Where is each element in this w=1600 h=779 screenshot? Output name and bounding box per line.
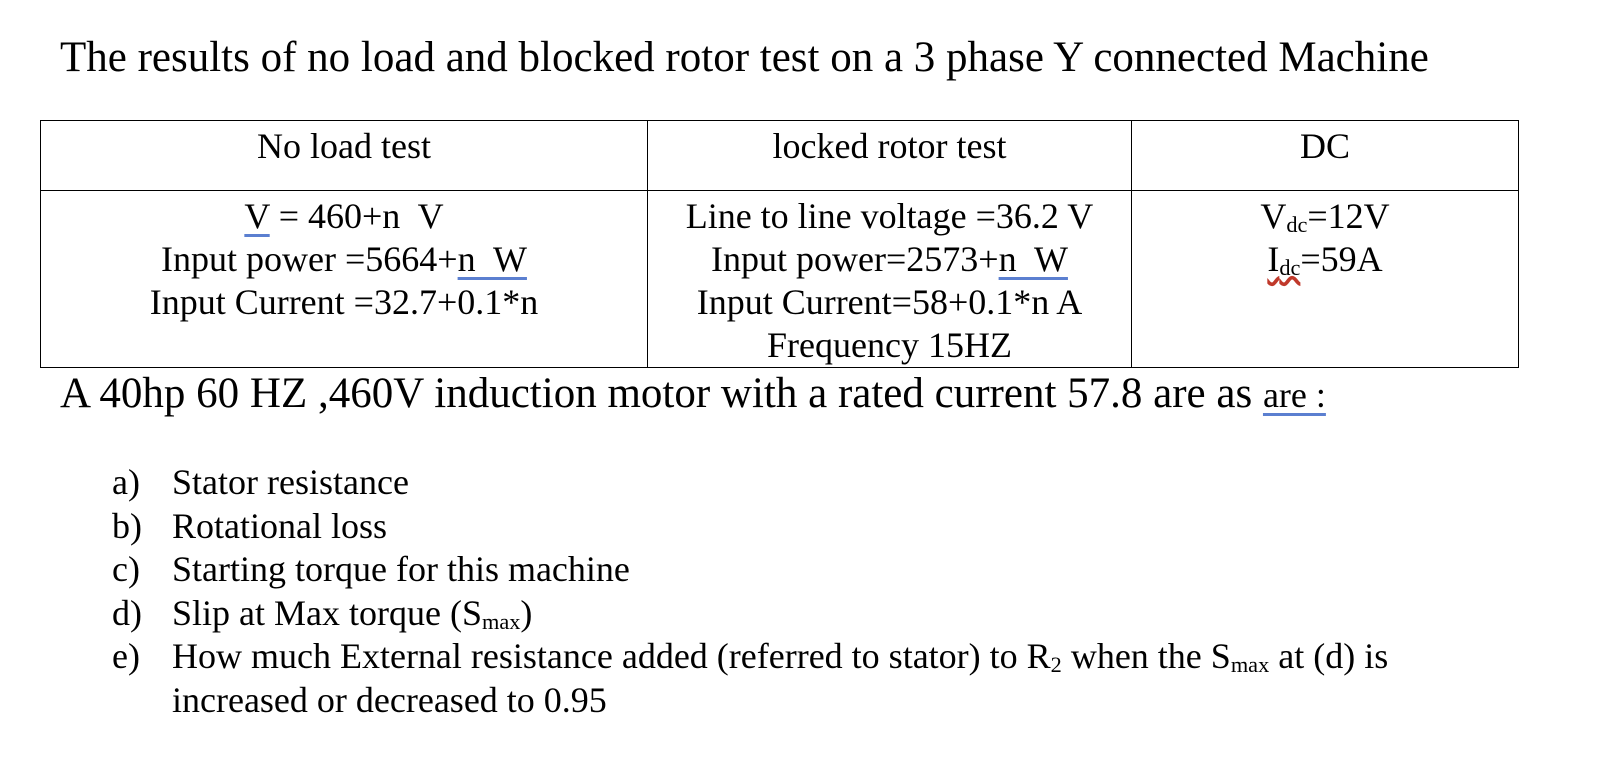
list-marker: e) — [112, 636, 140, 676]
dc-voltage-subscript: dc — [1286, 212, 1308, 238]
no-load-voltage: V = 460+n V — [41, 195, 647, 238]
smax-subscript: max — [1230, 652, 1270, 678]
list-item: d) Slip at Max torque (Smax) — [112, 592, 1472, 636]
dc-current-symbol-group: Idc — [1267, 239, 1300, 279]
no-load-current: Input Current =32.7+0.1*n — [149, 282, 539, 322]
header-no-load-test: No load test — [40, 120, 648, 191]
dc-current-symbol: I — [1267, 239, 1280, 279]
list-marker: d) — [112, 592, 142, 633]
list-item: a) Stator resistance — [112, 461, 1472, 505]
no-load-power: Input power =5664+n W — [41, 238, 647, 281]
problem-statement-suffix: are : — [1262, 375, 1326, 415]
list-item-text-part: at (d) is increased or decreased to 0.95 — [172, 636, 1389, 720]
locked-rotor-power-value: n W — [998, 239, 1068, 279]
list-item-text: Slip at Max torque (Smax) — [172, 592, 1472, 636]
list-marker: b) — [112, 505, 142, 546]
header-locked-rotor-test: locked rotor test — [647, 120, 1132, 191]
table-header-row: No load test locked rotor test DC — [40, 120, 1519, 191]
table-data-row: V = 460+n V Input power =5664+n W Input … — [40, 190, 1519, 368]
list-item-text: How much External resistance added (refe… — [172, 635, 1472, 722]
locked-rotor-power: Input power=2573+n W — [648, 238, 1131, 281]
dc-voltage-value: =12V — [1307, 196, 1390, 236]
list-item-text: Rotational loss — [172, 505, 387, 546]
list-item-text-part: How much External resistance added (refe… — [172, 636, 1051, 676]
list-marker: c) — [112, 549, 140, 589]
locked-rotor-current: Input Current=58+0.1*n A — [696, 282, 1083, 322]
list-marker: a) — [112, 462, 140, 502]
dc-voltage-symbol: V — [1260, 196, 1287, 236]
no-load-power-value: n W — [457, 239, 527, 279]
problem-statement: A 40hp 60 HZ ,460V induction motor with … — [60, 368, 1326, 421]
no-load-power-label: Input power =5664+ — [161, 239, 458, 279]
list-item-text: Starting torque for this machine — [172, 549, 630, 589]
list-item: e) How much External resistance added (r… — [112, 635, 1472, 722]
dc-voltage: Vdc=12V — [1132, 195, 1518, 238]
locked-rotor-test-cell: Line to line voltage =36.2 V Input power… — [647, 190, 1132, 368]
question-list: a) Stator resistance b) Rotational loss … — [112, 461, 1472, 722]
no-load-test-cell: V = 460+n V Input power =5664+n W Input … — [40, 190, 648, 368]
problem-statement-main: A 40hp 60 HZ ,460V induction motor with … — [60, 370, 1263, 417]
list-item-text-part: Slip at Max torque (S — [172, 592, 482, 633]
no-load-voltage-label: V — [244, 196, 270, 236]
smax-subscript: max — [481, 608, 521, 634]
r2-subscript: 2 — [1050, 652, 1062, 678]
list-item: b) Rotational loss — [112, 505, 1472, 549]
list-item-text-part: when the S — [1061, 636, 1231, 676]
list-item: c) Starting torque for this machine — [112, 548, 1472, 592]
page-title: The results of no load and blocked rotor… — [60, 34, 1429, 81]
list-item-text-part: ) — [520, 592, 533, 633]
locked-rotor-frequency: Frequency 15HZ — [767, 325, 1012, 365]
locked-rotor-power-label: Input power=2573+ — [711, 239, 999, 279]
locked-rotor-voltage: Line to line voltage =36.2 V — [685, 196, 1094, 236]
list-item-text: Stator resistance — [172, 462, 409, 502]
test-results-table: No load test locked rotor test DC V = 46… — [40, 120, 1519, 368]
dc-current-subscript: dc — [1279, 255, 1301, 281]
dc-current: Idc=59A — [1132, 238, 1518, 281]
header-dc: DC — [1131, 120, 1519, 191]
dc-test-cell: Vdc=12V Idc=59A — [1131, 190, 1519, 368]
dc-current-value: =59A — [1300, 239, 1383, 279]
no-load-voltage-value: = 460+n V — [269, 196, 444, 236]
